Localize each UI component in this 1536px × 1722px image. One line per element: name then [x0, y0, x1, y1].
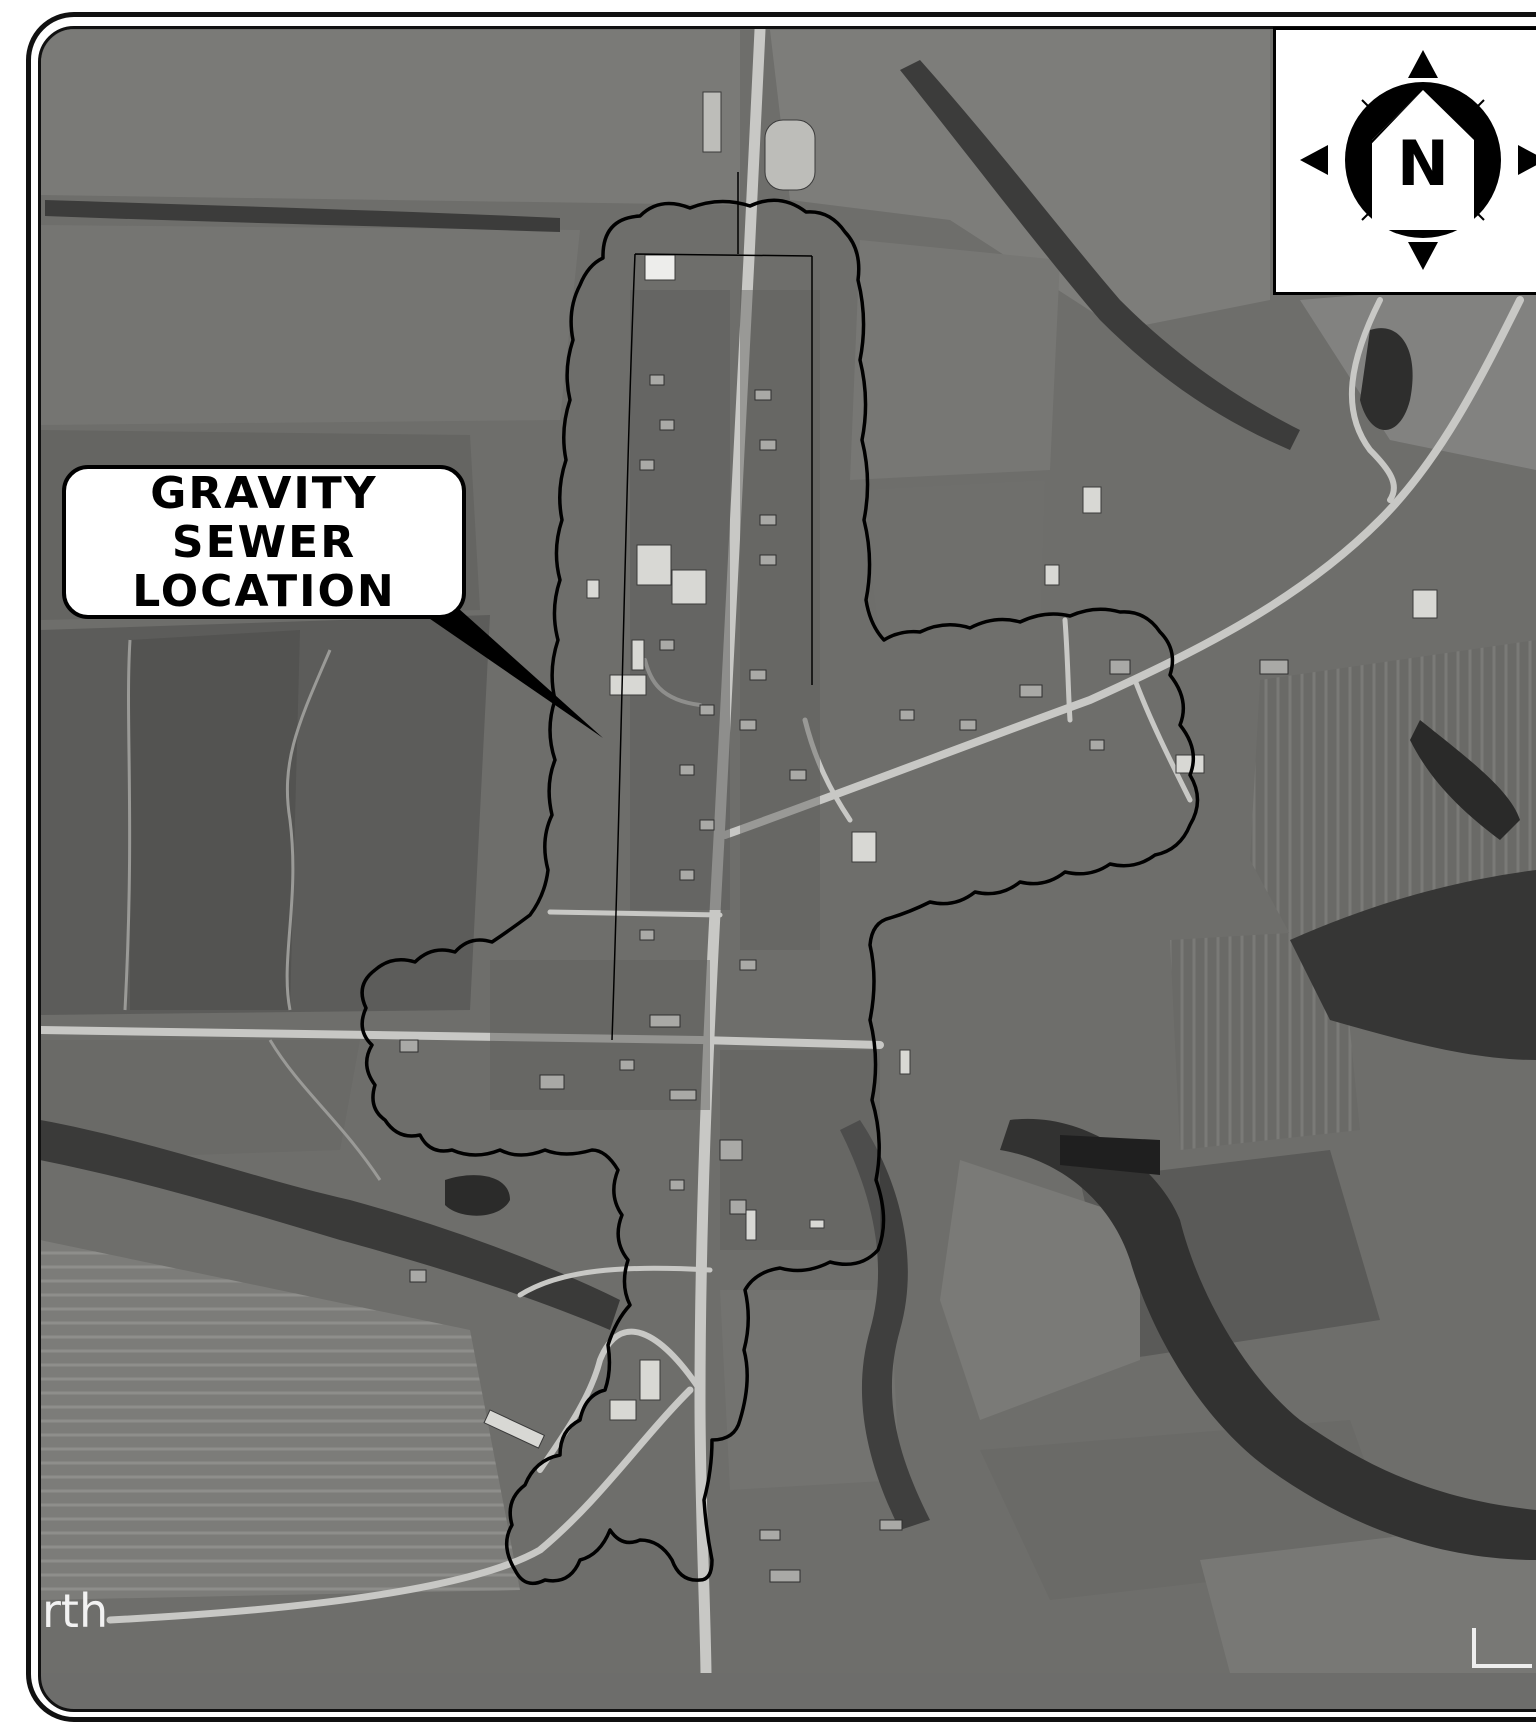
callout-label: GRAVITY SEWER LOCATION	[132, 467, 396, 617]
service-area-boundary	[360, 198, 1200, 1586]
gravity-sewer-callout: GRAVITY SEWER LOCATION	[62, 465, 466, 619]
creeks	[123, 639, 382, 1181]
north-letter: N	[1397, 127, 1449, 200]
north-arrow-box: N	[1273, 27, 1536, 295]
buildings	[483, 91, 1438, 1449]
callout-pointer	[420, 608, 603, 738]
scale-corner-mark	[1472, 1628, 1532, 1668]
gravity-sewer-line	[611, 172, 813, 1041]
map-attribution: rth	[42, 1584, 109, 1638]
houses	[399, 374, 1289, 1583]
town-blocks	[490, 290, 880, 1250]
aerial-map	[41, 29, 1536, 1673]
roads	[41, 29, 1524, 1673]
tree-lines	[41, 60, 1536, 1560]
compass-rose-icon: N	[1300, 50, 1536, 270]
